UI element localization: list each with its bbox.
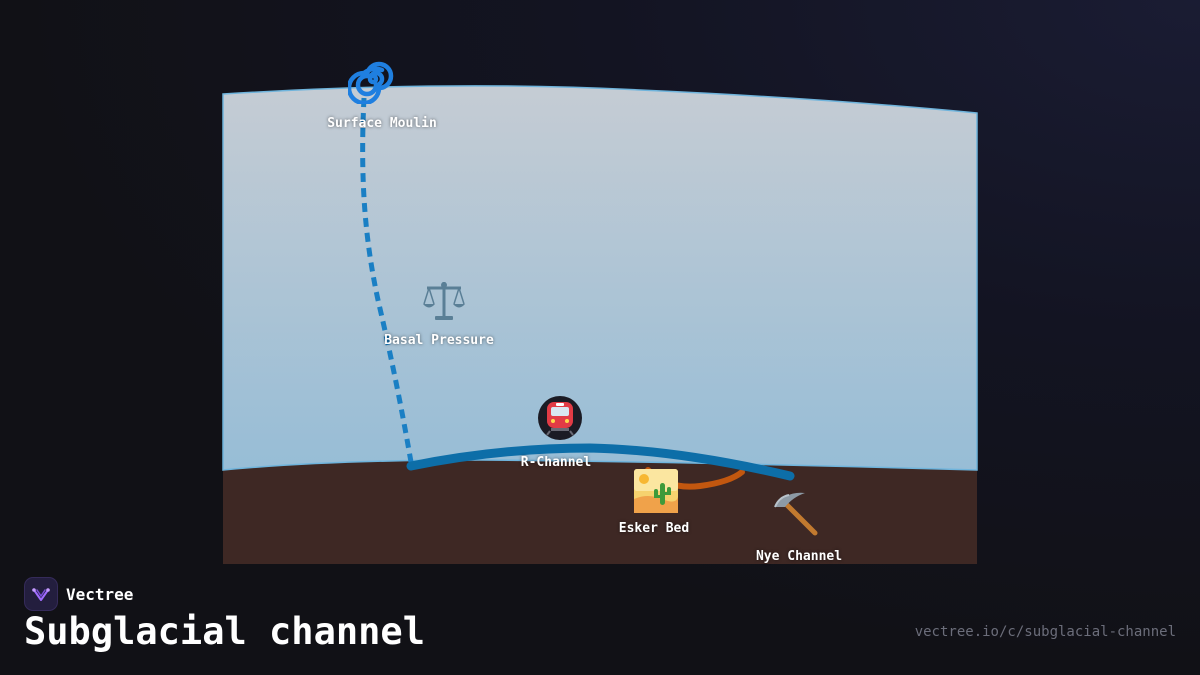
bedrock-layer — [223, 460, 977, 564]
page-title: Subglacial channel — [24, 610, 425, 653]
metro-train-icon — [539, 396, 581, 438]
node-label-esker-bed: Esker Bed — [618, 521, 690, 536]
brand-name: Vectree — [66, 584, 134, 604]
brand[interactable]: Vectree — [24, 577, 133, 611]
r-channel-conduit — [406, 443, 795, 481]
balance-scale-icon — [421, 278, 467, 324]
node-label-basal-pressure: Basal Pressure — [384, 333, 494, 348]
cyclone-icon — [347, 53, 399, 105]
source-url-link[interactable]: vectree.io/c/subglacial-channel — [914, 624, 1176, 640]
pick-icon — [771, 487, 821, 537]
node-label-r-channel: R-Channel — [520, 455, 592, 470]
vectree-logo-icon — [24, 577, 58, 611]
node-label-nye-channel: Nye Channel — [755, 549, 843, 564]
desert-icon — [634, 469, 678, 513]
moulin-conduit — [360, 97, 414, 463]
ice-sheet — [222, 85, 978, 471]
node-label-surface-moulin: Surface Moulin — [327, 116, 437, 131]
